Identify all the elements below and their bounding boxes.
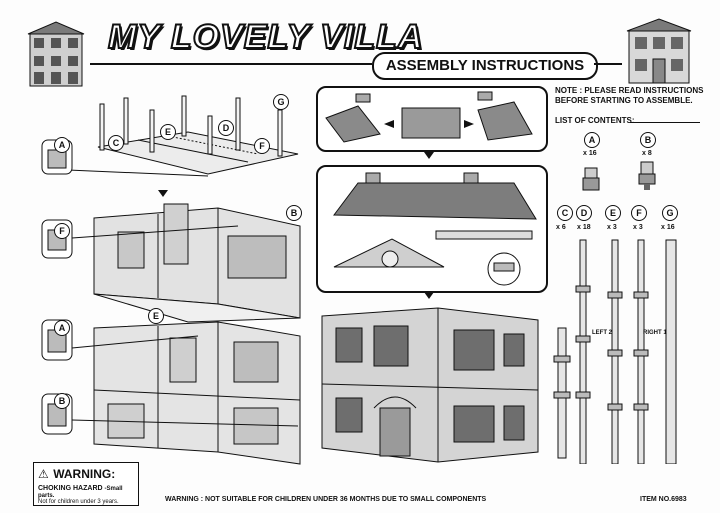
part-g-label: G (662, 205, 678, 221)
completed-villa-illustration (321, 307, 539, 463)
part-f-qty: x 3 (633, 224, 643, 231)
part-g-column (665, 239, 677, 464)
villa-thumbnail-left (27, 21, 85, 87)
title-rule-left (90, 63, 372, 65)
note-line-2: BEFORE STARTING TO ASSEMBLE. (555, 96, 693, 105)
hazard-small-text: -Small parts. (38, 486, 123, 499)
part-a-qty: x 16 (583, 150, 597, 157)
left-label: LEFT 2 (592, 330, 613, 336)
choking-hazard-warning: ⚠ WARNING: CHOKING HAZARD -Small parts. … (33, 462, 139, 506)
note-line-1: NOTE : PLEASE READ INSTRUCTIONS (555, 86, 704, 95)
callout-e-step3: E (148, 308, 164, 324)
arrow-roof-1 (424, 152, 434, 159)
part-b-qty: x 8 (642, 150, 652, 157)
contents-rule (630, 122, 700, 123)
part-d-label: D (576, 205, 592, 221)
part-b-label: B (640, 132, 656, 148)
step-base-assembly (41, 95, 299, 177)
footer-warning: WARNING : NOT SUITABLE FOR CHILDREN UNDE… (165, 496, 487, 503)
warning-triangle-icon: ⚠ (38, 467, 49, 481)
part-a-label: A (584, 132, 600, 148)
part-a-connector-icon (582, 167, 600, 191)
callout-b-step2: B (286, 205, 302, 221)
assembly-instructions-banner: ASSEMBLY INSTRUCTIONS (372, 52, 598, 80)
page-title: MY LOVELY VILLA (107, 17, 424, 57)
callout-e-step1: E (160, 124, 176, 140)
roof-pieces-illustration (325, 91, 533, 143)
note-text: NOTE : PLEASE READ INSTRUCTIONS BEFORE S… (555, 86, 715, 106)
part-d-qty: x 18 (577, 224, 591, 231)
title-rule-right (594, 63, 622, 65)
callout-g: G (273, 94, 289, 110)
part-d-column (579, 239, 587, 464)
age-warning-text: Not for children under 3 years. (38, 499, 119, 505)
part-c-label: C (557, 205, 573, 221)
column-parts-illustration (553, 239, 677, 464)
part-b-connector-icon (638, 161, 656, 190)
callout-c: C (108, 135, 124, 151)
callout-b-step3: B (54, 393, 70, 409)
arrow-roof-2 (424, 292, 434, 299)
roof-step-panel-1 (316, 86, 548, 152)
part-g-qty: x 16 (661, 224, 675, 231)
callout-a-step3: A (54, 320, 70, 336)
right-label: RIGHT 1 (643, 330, 667, 336)
callout-a-step1: A (54, 137, 70, 153)
step-second-floor (41, 319, 301, 465)
roof-assembled-illustration (333, 172, 537, 286)
roof-step-panel-2 (316, 165, 548, 293)
list-of-contents-label: LIST OF CONTENTS: (555, 116, 635, 125)
callout-f-step2: F (54, 223, 70, 239)
callout-f-step1: F (254, 138, 270, 154)
part-e-qty: x 3 (607, 224, 617, 231)
part-c-qty: x 6 (556, 224, 566, 231)
item-number: ITEM NO.6983 (640, 496, 687, 503)
hazard-text: CHOKING HAZARD (38, 485, 103, 492)
part-f-label: F (631, 205, 647, 221)
warning-heading: WARNING: (53, 467, 116, 481)
villa-thumbnail-right (626, 18, 692, 84)
callout-d: D (218, 120, 234, 136)
part-e-label: E (605, 205, 621, 221)
arrow-step1 (158, 190, 168, 197)
step-first-floor (41, 203, 301, 323)
